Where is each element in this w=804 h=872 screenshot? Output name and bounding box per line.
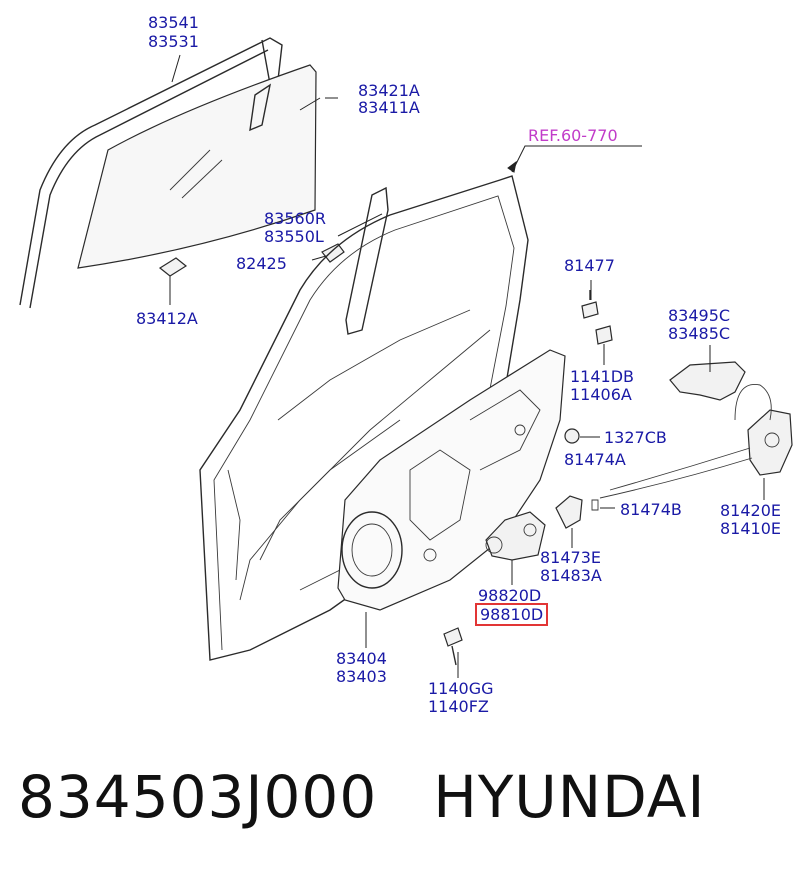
handle-bracket [669, 361, 746, 401]
parts-diagram: 83541 83531 83421A 83411A REF.60-770 835… [19, 13, 793, 716]
label-1327cb: 1327CB [604, 428, 667, 447]
inside-handle [555, 495, 583, 529]
label-83421a: 83421A [358, 81, 420, 100]
label-1141db: 1141DB [570, 367, 635, 386]
label-83485c: 83485C [668, 324, 731, 343]
label-81483a: 81483A [540, 566, 602, 585]
rod-clip [591, 499, 599, 511]
label-98820d: 98820D [478, 586, 542, 605]
label-83531: 83531 [148, 32, 199, 51]
label-ref-60-770: REF.60-770 [528, 126, 618, 145]
label-83412a: 83412A [136, 309, 198, 328]
caption: 834503J000 HYUNDAI [18, 762, 762, 832]
label-82425: 82425 [236, 254, 287, 273]
leader-lines [169, 54, 765, 678]
door-glass [77, 64, 317, 269]
label-83495c: 83495C [668, 306, 731, 325]
caption-part-number: 834503J000 [18, 763, 378, 831]
door-module-panel [337, 349, 566, 611]
label-81473e: 81473E [540, 548, 602, 567]
label-1140fz: 1140FZ [428, 697, 489, 716]
label-83541: 83541 [148, 13, 199, 32]
label-83403: 83403 [336, 667, 387, 686]
label-81420e: 81420E [720, 501, 782, 520]
caption-brand: HYUNDAI [433, 763, 706, 831]
latch-cables [599, 384, 772, 499]
retainer-clip [321, 243, 345, 263]
bolts [443, 290, 613, 666]
label-83550l: 83550L [264, 227, 324, 246]
label-81474a: 81474A [564, 450, 626, 469]
window-motor [485, 511, 546, 561]
label-81410e: 81410E [720, 519, 782, 538]
label-83404: 83404 [336, 649, 387, 668]
door-exploded-view [19, 37, 793, 678]
label-81474b: 81474B [620, 500, 682, 519]
label-83560r: 83560R [264, 209, 327, 228]
door-latch [747, 409, 793, 476]
label-81477: 81477 [564, 256, 615, 275]
label-11406a: 11406A [570, 385, 632, 404]
label-98810d-highlighted[interactable]: 98810D [474, 603, 549, 626]
glass-clip [158, 257, 188, 277]
division-channel [345, 186, 389, 335]
label-1140gg: 1140GG [428, 679, 494, 698]
label-83411a: 83411A [358, 98, 420, 117]
